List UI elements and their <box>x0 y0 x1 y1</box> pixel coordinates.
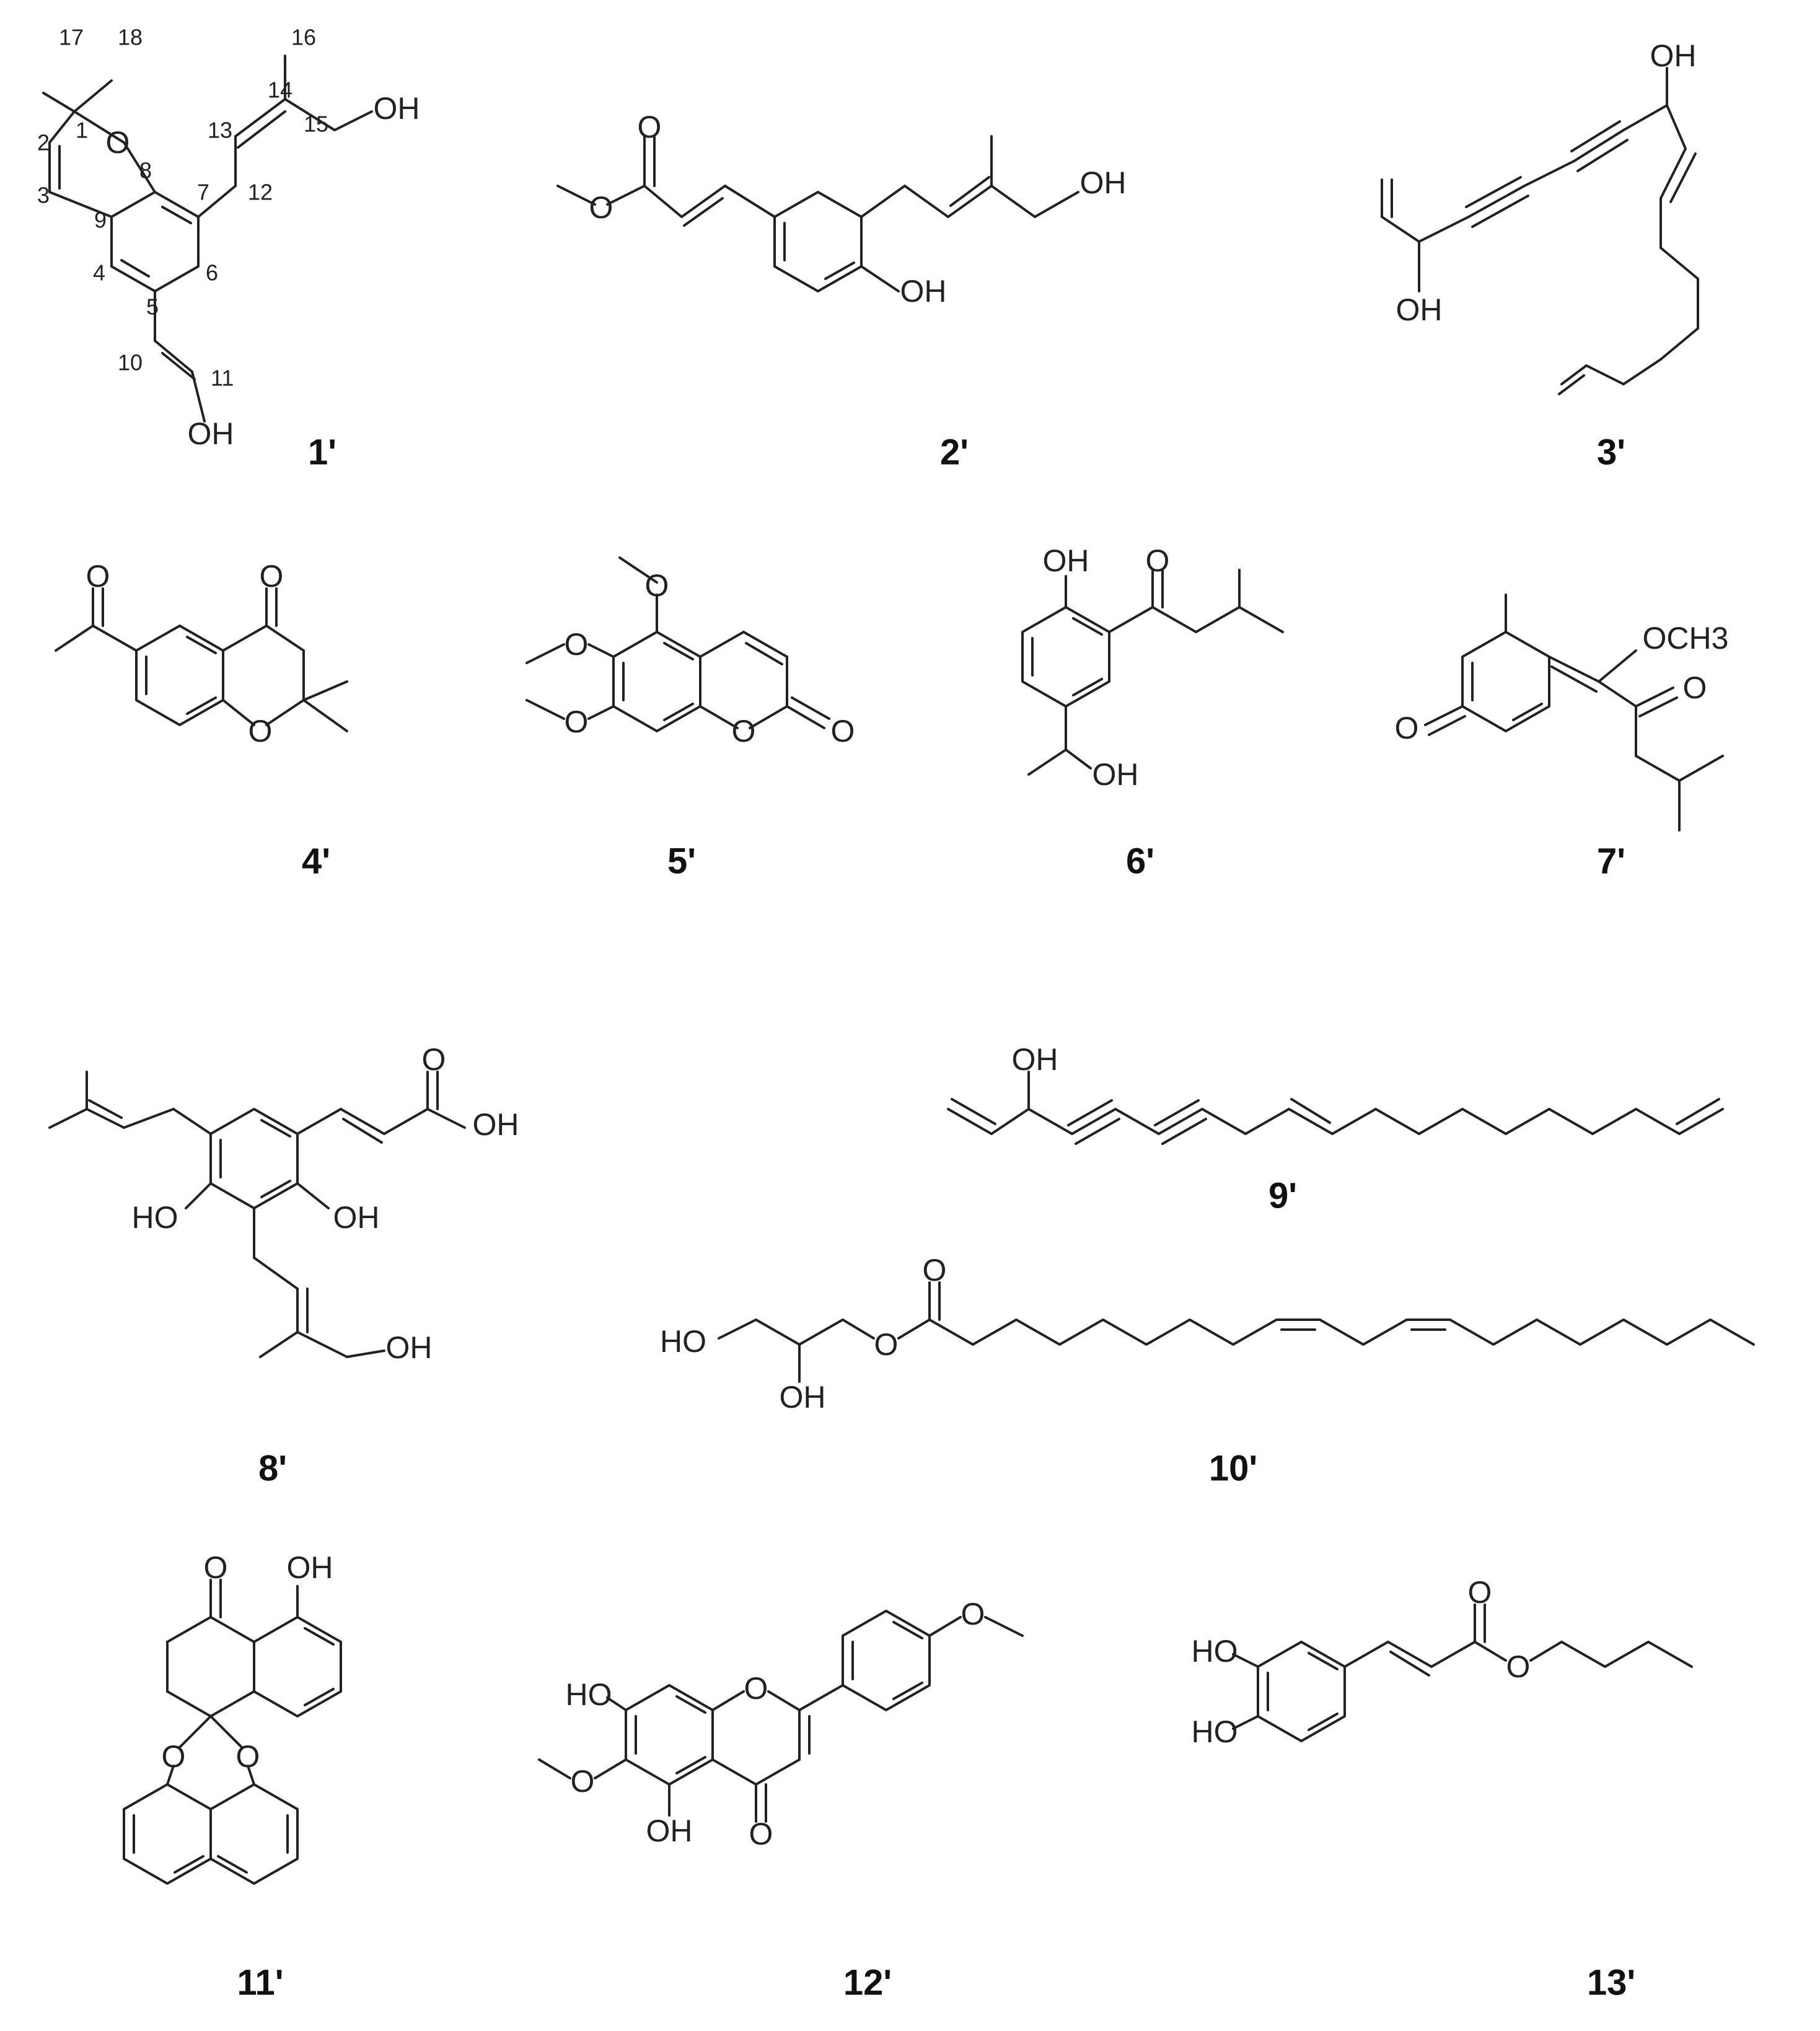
hydroxyl-label: HO <box>1192 1634 1238 1669</box>
hydroxyl-label: OH <box>1396 292 1443 327</box>
compound-label: 7' <box>1597 841 1625 882</box>
hydroxyl-label: HO <box>660 1324 706 1359</box>
hydroxyl-label: OH <box>287 1550 333 1585</box>
atom-number: 12 <box>248 180 273 205</box>
oxygen-label: O <box>744 1671 768 1706</box>
atom-number: 17 <box>59 25 84 50</box>
oxygen-label: O <box>961 1597 985 1631</box>
atom-number: 9 <box>94 208 107 233</box>
oxygen-label: O <box>749 1817 773 1851</box>
hydroxyl-label: HO <box>132 1200 178 1235</box>
atom-number: 3 <box>37 183 50 208</box>
oxygen-label: O <box>1506 1649 1531 1684</box>
oxygen-label: O <box>248 714 273 748</box>
oxygen-label: O <box>589 190 613 225</box>
methoxy-label: OCH3 <box>1643 621 1729 656</box>
structure-4: O O O 4' <box>55 559 348 882</box>
atom-number: 15 <box>304 112 328 137</box>
hydroxyl-label: OH <box>900 274 947 309</box>
atom-number: 10 <box>118 350 143 375</box>
oxygen-label: O <box>923 1253 947 1287</box>
hydroxyl-label: HO <box>1192 1714 1238 1749</box>
hydroxyl-label: OH <box>1092 757 1139 792</box>
oxygen-label: O <box>1468 1575 1492 1610</box>
atom-number: 16 <box>291 25 316 50</box>
structure-5: O O O O O 5' <box>525 556 855 882</box>
structure-13: HO HO O O 13' <box>1192 1575 1693 2003</box>
compound-label: 3' <box>1597 432 1625 473</box>
compound-label: 4' <box>302 841 330 882</box>
atom-number: 18 <box>118 25 143 50</box>
hydroxyl-label: OH <box>374 91 420 126</box>
hydroxyl-label: OH <box>1650 38 1697 73</box>
atom-number: 4 <box>93 260 105 286</box>
oxygen-label: O <box>571 1764 595 1799</box>
oxygen-label: O <box>236 1739 260 1774</box>
hydroxyl-label: OH <box>780 1380 826 1415</box>
atom-number: 13 <box>208 118 232 143</box>
atom-number: 8 <box>139 158 152 183</box>
structure-11: O OH O O 11' <box>123 1550 342 2003</box>
hydroxyl-label: OH <box>386 1330 433 1365</box>
structure-8: O OH HO OH OH 8' <box>48 1042 519 1489</box>
atom-number: 7 <box>197 180 209 205</box>
hydroxyl-label: OH <box>473 1107 519 1142</box>
compound-label: 5' <box>667 841 696 882</box>
structure-12: HO O O OH O O 12' <box>538 1597 1024 2003</box>
oxygen-label: O <box>1146 543 1170 578</box>
oxygen-label: O <box>565 704 589 739</box>
atom-number: 1 <box>76 118 88 143</box>
compound-label: 13' <box>1587 1963 1635 2003</box>
oxygen-label: O <box>874 1327 899 1362</box>
compound-label: 11' <box>237 1963 283 2003</box>
atom-number: 2 <box>37 130 50 156</box>
atom-number: 5 <box>146 294 159 320</box>
structure-1: O OH OH 1 2 3 4 5 6 7 8 9 10 11 12 13 14… <box>37 25 420 473</box>
compound-label: 9' <box>1268 1176 1297 1216</box>
hydroxyl-label: OH <box>1012 1042 1058 1077</box>
hydroxyl-label: OH <box>1043 543 1089 578</box>
hydroxyl-label: OH <box>1080 165 1127 200</box>
oxygen-label: O <box>1683 670 1707 705</box>
hydroxyl-label: OH <box>188 416 234 451</box>
compound-label: 6' <box>1126 841 1154 882</box>
oxygen-label: O <box>422 1042 446 1077</box>
compound-label: 12' <box>843 1963 892 2003</box>
structure-3: OH OH 3' <box>1381 38 1699 473</box>
oxygen-label: O <box>565 627 589 662</box>
hydroxyl-label: HO <box>566 1677 612 1712</box>
compound-label: 8' <box>258 1449 287 1489</box>
structure-2: O O OH OH 2' <box>556 110 1127 473</box>
compound-label: 2' <box>940 432 969 473</box>
hydroxyl-label: OH <box>646 1814 693 1848</box>
oxygen-label: O <box>162 1739 186 1774</box>
oxygen-label: O <box>106 125 130 160</box>
oxygen-label: O <box>645 568 669 603</box>
oxygen-label: O <box>204 1550 228 1585</box>
atom-number: 6 <box>206 260 218 286</box>
structure-7: O OCH3 O 7' <box>1395 594 1729 882</box>
structure-9: OH 9' <box>947 1042 1724 1216</box>
oxygen-label: O <box>260 559 284 594</box>
compound-label: 10' <box>1209 1449 1257 1489</box>
oxygen-label: O <box>831 714 855 748</box>
structure-6: OH O OH 6' <box>1021 543 1284 882</box>
hydroxyl-label: OH <box>333 1200 380 1235</box>
oxygen-label: O <box>1395 711 1419 745</box>
oxygen-label: O <box>86 559 110 594</box>
compound-label: 1' <box>308 432 336 473</box>
oxygen-label: O <box>638 110 662 144</box>
atom-number: 11 <box>211 366 234 391</box>
oxygen-label: O <box>732 714 756 748</box>
atom-number: 14 <box>268 77 292 103</box>
structure-10: HO OH O O 10' <box>660 1253 1755 1489</box>
